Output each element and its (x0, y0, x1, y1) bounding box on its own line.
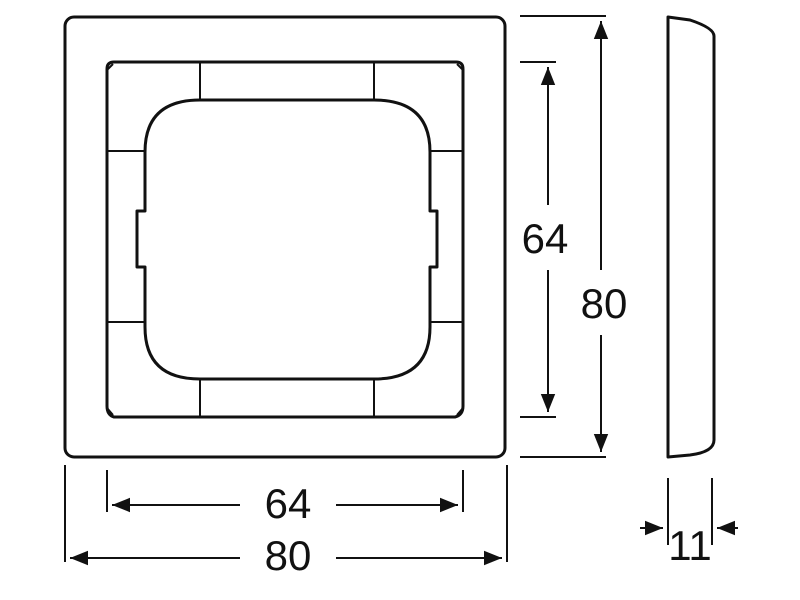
dimension-inner-width: 64 (106, 470, 464, 527)
top-tab (199, 62, 375, 100)
corner-notches (106, 63, 464, 416)
inner-width-label: 64 (265, 480, 312, 527)
outer-frame (63, 15, 507, 459)
outer-width-label: 80 (265, 532, 312, 579)
outer-height-label: 80 (581, 280, 628, 327)
left-ribs (107, 150, 145, 323)
dimension-side-depth: 11 (640, 478, 738, 569)
right-ribs (430, 150, 463, 323)
inner-recess (105, 60, 465, 419)
side-view (666, 15, 716, 459)
bottom-tab (199, 379, 375, 417)
side-depth-label: 11 (668, 522, 712, 569)
dimension-inner-height: 64 (520, 61, 569, 418)
dimension-outer-height: 80 (520, 15, 628, 458)
front-view (63, 15, 507, 459)
inner-height-label: 64 (522, 215, 569, 262)
dimension-outer-width: 80 (64, 465, 508, 579)
center-opening (135, 98, 439, 381)
side-profile (666, 15, 716, 459)
